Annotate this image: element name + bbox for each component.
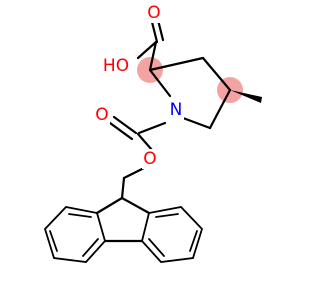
carbamate-carbonyl-o-label: O [95, 105, 108, 125]
left-benzene-double-2 [49, 230, 58, 252]
bond-ester-o-ch2 [122, 166, 146, 180]
bond-carbamate-carbonyl-a [112, 115, 138, 135]
bond-c4-c5 [208, 88, 232, 130]
label-mask-oh [99, 56, 131, 76]
bond-carbamate-ester-o [136, 132, 154, 152]
bond-n-c2 [148, 68, 172, 98]
bond-c3-c4 [201, 56, 232, 92]
structure-canvas: HO O N O O [43, 3, 262, 263]
bond-c5-n [181, 116, 212, 130]
hydroxyl-label: HO [103, 56, 129, 76]
molecule-drawing: HO O N O O [43, 3, 262, 263]
right-benzene-double-3 [155, 213, 179, 218]
nitrogen-label: N [170, 100, 183, 120]
left-benzene-double-3 [68, 213, 92, 218]
bond-c9-left-ring [95, 196, 124, 215]
label-mask-n [168, 98, 184, 120]
methyl-wedge-bond [230, 90, 262, 103]
bond-ch2-c9 [120, 176, 126, 200]
bond-c9-right-ring [120, 196, 151, 215]
acid-carbonyl-o-label: O [147, 3, 160, 23]
right-benzene-ring [141, 206, 204, 263]
ester-o-label: O [143, 149, 156, 169]
right-benzene-double-1 [148, 238, 165, 257]
bond-c2-c3 [148, 56, 205, 72]
label-mask-ester-o [142, 149, 158, 169]
bond-c2-cooh [148, 40, 158, 72]
right-benzene-double-2 [189, 230, 198, 252]
bond-cooh-oh [136, 40, 158, 60]
bond-carbamate-carbonyl-b [108, 121, 134, 141]
left-benzene-double-1 [82, 238, 99, 257]
label-mask-carbamate-o [94, 105, 110, 125]
label-mask-acid-o [146, 3, 162, 23]
bond-n-carbamate [137, 121, 167, 135]
left-benzene-ring [43, 206, 107, 263]
